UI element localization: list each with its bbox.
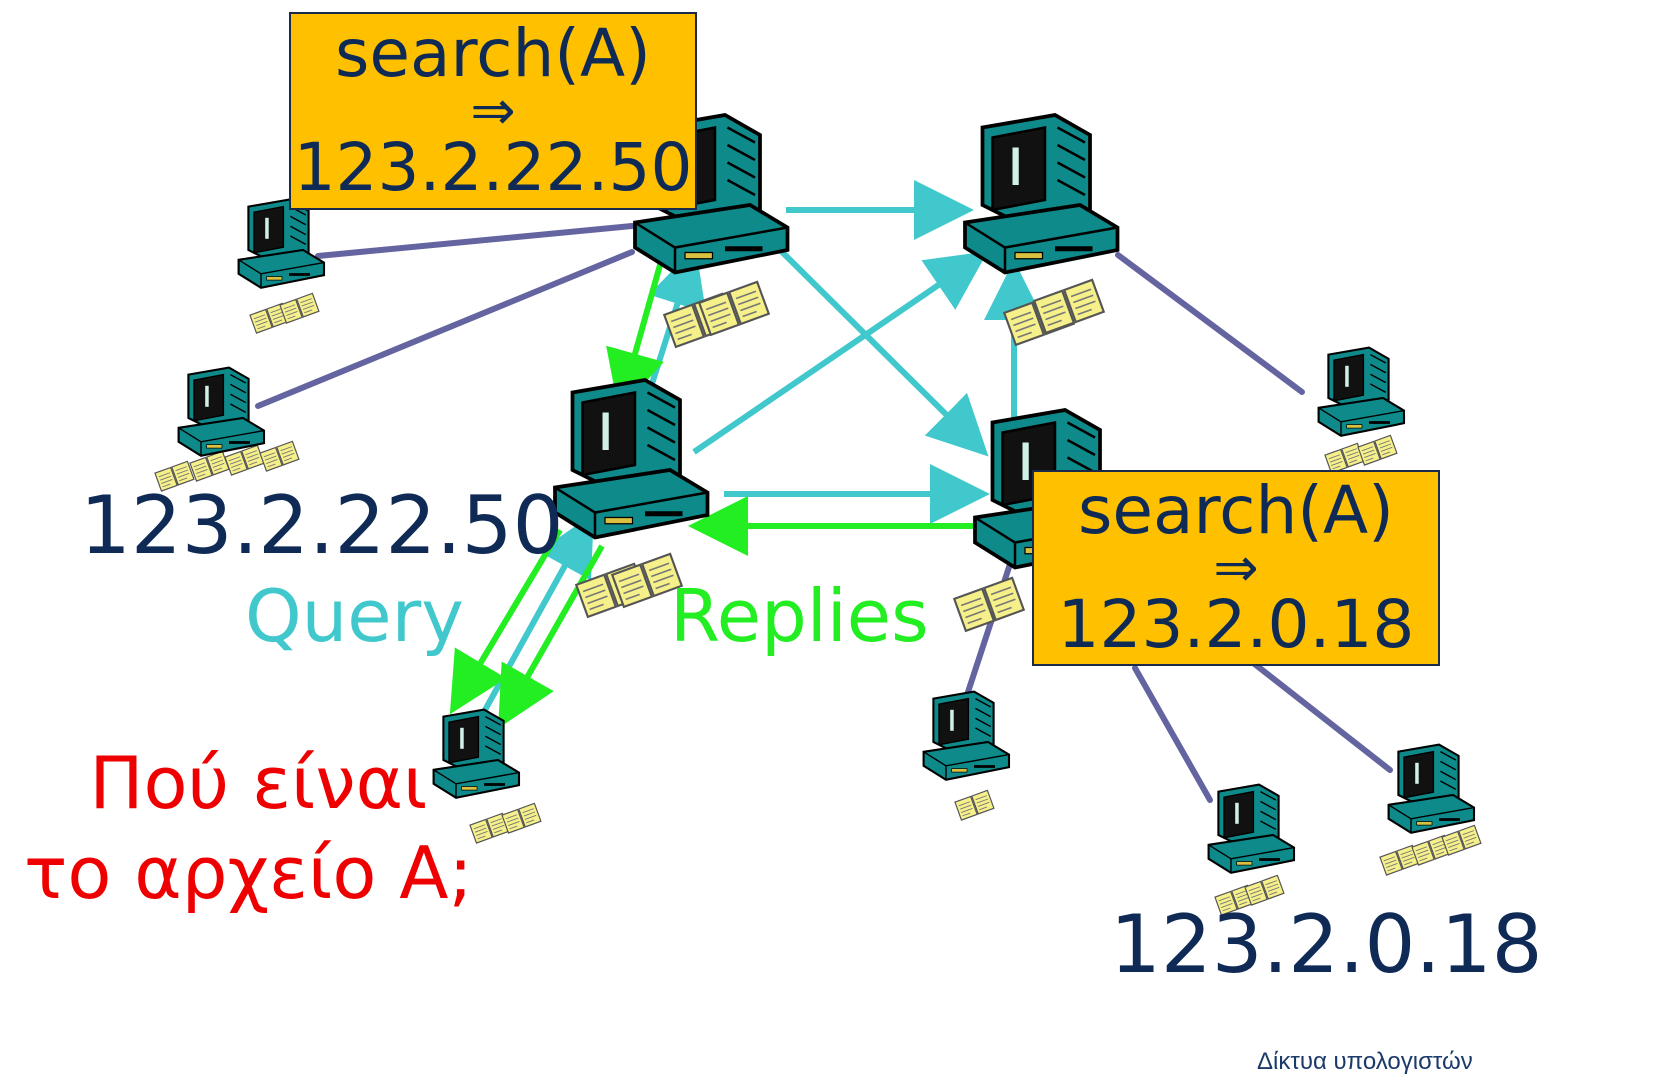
files-icon-4-1 <box>279 292 320 324</box>
files-icon-8-0 <box>954 789 995 821</box>
search-box-top: search(A) ⇒ 123.2.22.50 <box>289 12 697 210</box>
computer-icon-5 <box>177 366 266 457</box>
peer-link-4 <box>1132 665 1213 803</box>
reply-arrow-2 <box>449 528 563 715</box>
ip-label-left: 123.2.22.50 <box>80 479 564 572</box>
reply-arrow-0 <box>606 257 665 412</box>
search-box-right: search(A) ⇒ 123.2.0.18 <box>1032 470 1440 666</box>
search-box-top-query: search(A) <box>335 14 651 92</box>
ip-label-bottom: 123.2.0.18 <box>1110 898 1543 991</box>
question-line-1: Πού είναι <box>89 741 428 825</box>
message-arrows <box>449 180 1044 729</box>
search-box-right-query: search(A) <box>1078 471 1394 549</box>
footer-caption: Δίκτυα υπολογιστών <box>1257 1048 1473 1075</box>
peer-link-5 <box>1249 659 1393 773</box>
replies-label: Replies <box>670 574 929 658</box>
files-icon-10-2 <box>1441 824 1482 856</box>
query-arrow-2 <box>692 251 988 455</box>
peer-link-2 <box>1115 252 1305 395</box>
computer-icon-1 <box>963 113 1120 275</box>
computer-icon-9 <box>1207 783 1296 874</box>
files-icon-1-1 <box>1033 278 1105 334</box>
files-icon-0-1 <box>698 280 770 336</box>
query-arrow-1 <box>767 237 989 457</box>
query-label: Query <box>245 574 464 658</box>
computer-icon-4 <box>237 198 326 289</box>
reply-arrow-3 <box>498 544 605 729</box>
files-icon-5-3 <box>259 440 300 472</box>
files-icon-7-1 <box>501 802 542 834</box>
computer-icon-8 <box>922 690 1011 781</box>
computer-icon-6 <box>1317 346 1406 437</box>
peer-links <box>255 223 1393 803</box>
computer-icon-10 <box>1387 743 1476 834</box>
files-icon-3-0 <box>953 576 1025 632</box>
search-box-top-arrow: ⇒ <box>470 78 516 142</box>
search-box-right-arrow: ⇒ <box>1213 535 1259 599</box>
search-box-right-result: 123.2.0.18 <box>1057 586 1415 664</box>
files-icon-6-1 <box>1357 434 1398 466</box>
question-label: Πού είναι το αρχείο A; <box>24 738 473 918</box>
search-box-top-result: 123.2.22.50 <box>293 129 693 207</box>
files-icon-5-1 <box>189 450 230 482</box>
peer-link-1 <box>255 249 635 409</box>
computer-icon-2 <box>553 378 710 540</box>
peer-link-0 <box>315 223 635 259</box>
question-line-2: το αρχείο A; <box>24 831 473 915</box>
